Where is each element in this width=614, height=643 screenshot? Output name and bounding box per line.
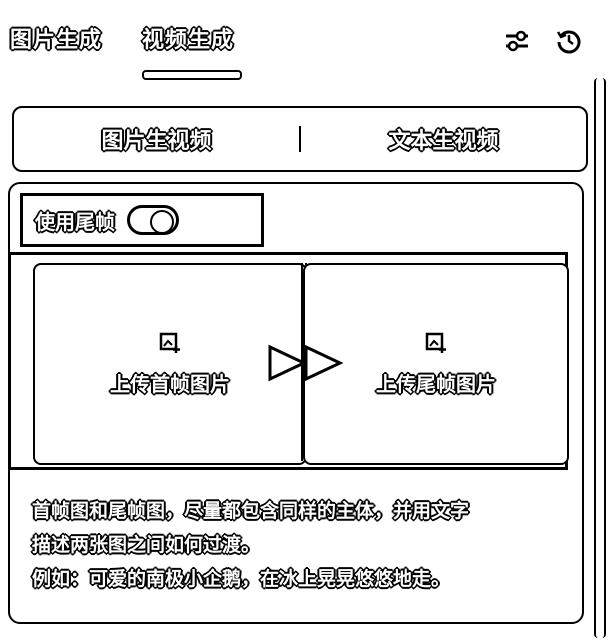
tail-frame-switch[interactable] xyxy=(127,205,179,235)
hint-line-3: 例如：可爱的南极小企鹅，在冰上晃晃悠悠地走。 xyxy=(32,568,451,590)
top-tabs: 图片生成 视频生成 xyxy=(10,22,234,54)
tab-image-generation[interactable]: 图片生成 xyxy=(10,28,103,53)
sliders-icon[interactable] xyxy=(502,26,532,56)
upload-first-frame-button[interactable]: 上传首帧图片 xyxy=(33,263,307,465)
tail-frame-label: 使用尾帧 xyxy=(35,209,115,234)
image-upload-icon xyxy=(159,332,181,358)
switch-knob xyxy=(150,210,174,234)
hint-text: 首帧图和尾帧图，尽量都包含同样的主体，并用文字 描述两张图之间如何过渡。 例如：… xyxy=(32,494,572,596)
upload-area: 上传首帧图片 上传尾帧图片 xyxy=(8,252,569,470)
active-tab-indicator xyxy=(142,70,242,80)
mode-image-to-video[interactable]: 图片生视频 xyxy=(101,129,212,154)
header-icons xyxy=(502,26,584,56)
mode-separator xyxy=(299,126,301,152)
history-icon[interactable] xyxy=(554,26,584,56)
image-upload-icon xyxy=(425,332,447,358)
mode-switch: 图片生视频 文本生视频 xyxy=(12,106,588,172)
upload-last-frame-label: 上传尾帧图片 xyxy=(376,371,496,396)
hint-line-2: 描述两张图之间如何过渡。 xyxy=(32,534,261,556)
scrollbar[interactable] xyxy=(594,78,606,638)
mode-text-to-video[interactable]: 文本生视频 xyxy=(388,129,499,154)
tail-frame-toggle-row: 使用尾帧 xyxy=(20,193,264,247)
fast-forward-icon xyxy=(266,343,346,387)
tab-video-generation[interactable]: 视频生成 xyxy=(142,28,235,53)
hint-line-1: 首帧图和尾帧图，尽量都包含同样的主体，并用文字 xyxy=(32,500,470,522)
upload-first-frame-label: 上传首帧图片 xyxy=(110,371,230,396)
